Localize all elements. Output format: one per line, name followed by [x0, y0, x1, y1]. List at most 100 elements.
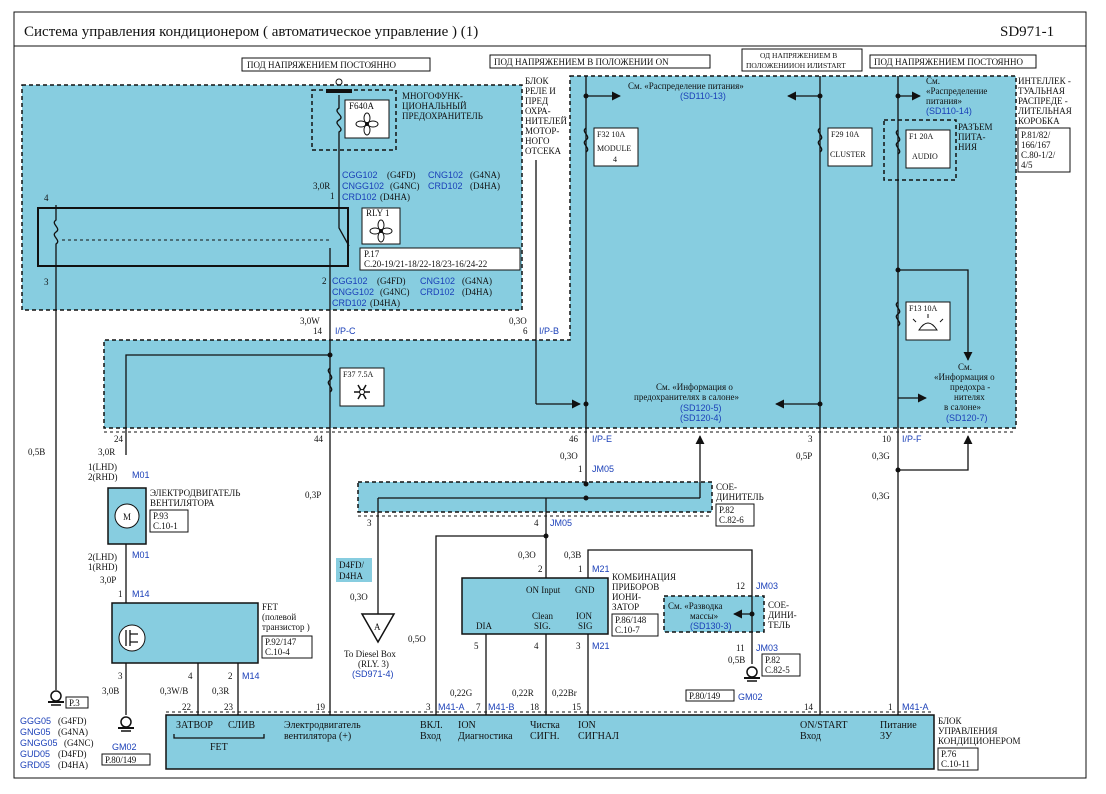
cluster-clean-2: SIG.	[534, 621, 551, 631]
relay-ref-2: C.20-19/21-18/22-18/23-16/24-22	[364, 259, 487, 269]
pin-10: 10	[882, 434, 892, 444]
cluster-ref-box	[611, 613, 659, 637]
ground-left-ref-box	[65, 696, 89, 709]
conn-crd102-d-engine: (D4HA)	[370, 298, 400, 308]
conn-cngg102-c-engine: (G4NC)	[380, 287, 410, 297]
conn-cngg102-a: CNGG102	[342, 181, 384, 191]
see-info-1-ref1: (SD120-5)	[680, 403, 722, 413]
ecu-onstart-2: Вход	[800, 731, 821, 742]
cluster-dia: DIA	[476, 621, 492, 631]
conn-cgg102-a: CGG102	[342, 170, 378, 180]
conn-crd102-b-engine: (D4HA)	[380, 192, 410, 202]
ecu-pin-15: 15	[572, 702, 582, 712]
relay-fan-icon	[369, 219, 393, 243]
joint-label-1: СОЕ-	[716, 482, 737, 492]
splice-dot-module	[583, 93, 589, 99]
pin-wire-3-0w: 3,0W	[300, 316, 320, 326]
ijb-ref-box	[1017, 127, 1071, 173]
fet-label-2: (полевой	[262, 612, 296, 622]
fuse-f13-symbol	[895, 301, 901, 327]
wire-cluster-vkl	[435, 535, 546, 715]
conn-cgg102-c: CGG102	[332, 276, 368, 286]
joint-ref-1: P.82	[719, 505, 734, 515]
see-info-2-l4: нителях	[954, 392, 985, 402]
pin-4-relay: 4	[44, 193, 49, 203]
diesel-wire: 0,3O	[350, 592, 368, 602]
wire-0-5p: 0,5P	[796, 451, 812, 461]
cluster-on-input: ON Input	[526, 585, 561, 595]
wire-3-0r-blower: 3,0R	[98, 447, 115, 457]
ijb-label-2: ТУАЛЬНАЯ	[1018, 86, 1065, 96]
cluster-ion-1: ION	[576, 611, 592, 621]
cluster-ref-2: C.10-7	[615, 625, 640, 635]
engine-box-label-4: ОХРА-	[525, 106, 551, 116]
power-label-always-2-text: ПОД НАПРЯЖЕНИЕМ ПОСТОЯННО	[874, 57, 1024, 67]
conn-cng102-c: CNG102	[420, 276, 455, 286]
diesel-label-2: (RLY. 3)	[358, 659, 389, 669]
relay-rly1-id: RLY 1	[366, 208, 390, 218]
wire-3-0p: 3,0P	[100, 575, 116, 585]
jm03-pin-12: 12	[736, 581, 745, 591]
ground-ggg05: GGG05	[20, 716, 51, 726]
joint-ref-2: C.82-6	[719, 515, 744, 525]
jm03-pin-11: 11	[736, 643, 745, 653]
battery-terminal-icon	[335, 78, 343, 86]
motor-m: M	[123, 512, 131, 522]
blower-motor-icon	[114, 503, 140, 529]
conn-crd102-d: CRD102	[332, 298, 367, 308]
cluster-clean-1: Clean	[532, 611, 553, 621]
conn-cgg102-a-engine: (G4FD)	[387, 170, 416, 180]
diesel-offpage-connector	[360, 613, 396, 644]
motor-ref-box	[149, 509, 189, 533]
ecu-clean-2: СИГН.	[530, 731, 559, 742]
power-label-onstart-text-1: ОД НАПРЯЖЕНИЕМ В	[760, 51, 837, 60]
diesel-label-1: To Diesel Box	[344, 649, 396, 659]
see-distribution-2-l1: См.	[926, 76, 940, 86]
ecu-fet-bracket	[173, 734, 265, 739]
ground-split-ref: (SD130-3)	[690, 621, 732, 631]
ecu-fet: FET	[210, 742, 228, 753]
conn-m21-a: M21	[592, 564, 610, 574]
ground-split-label-1: СОЕ-	[768, 600, 789, 610]
fet-pin-1: 1	[118, 589, 123, 599]
fuse-f1-symbol	[895, 129, 901, 155]
ecu-vkl-1: ВКЛ.	[420, 720, 443, 731]
conn-m01-b: M01	[132, 550, 150, 560]
ecu-ref-1: P.76	[941, 749, 957, 759]
diagram-code: SD971-1	[1000, 24, 1054, 40]
conn-crd102-c: CRD102	[420, 287, 455, 297]
conn-cng102-c-engine: (G4NA)	[462, 276, 492, 286]
cluster-wire-0-3b: 0,3B	[564, 550, 581, 560]
interior-lamp-icon	[912, 314, 944, 331]
wire-0-5b: 0,5B	[28, 447, 45, 457]
ecu-name-1: БЛОК	[938, 716, 963, 726]
relay-coil	[53, 205, 59, 275]
fuse-f32-id: F32 10A	[597, 130, 625, 139]
fuse-f13-box	[905, 301, 951, 341]
ecu-ion-diag-2: Диагностика	[458, 731, 513, 742]
splice-dot-cluster-on	[543, 533, 549, 539]
fuse-f37-symbol	[327, 367, 333, 393]
conn-m14-b: M14	[242, 671, 260, 681]
ecu-pin-3: 3	[426, 702, 431, 712]
power-label-always-1	[241, 57, 431, 72]
ecu-power-2: 3У	[880, 731, 893, 742]
cluster-gnd: GND	[575, 585, 595, 595]
see-distribution-1-text: См. «Распределение питания»	[628, 81, 744, 91]
fuse-f13-id: F13 10A	[909, 304, 937, 313]
pin-46: 46	[569, 434, 579, 444]
ecu-fan-1: Электродвигатель	[284, 720, 361, 731]
fuse-f1-box	[905, 129, 951, 169]
joint-connector-box	[357, 481, 713, 513]
wire-blower	[125, 354, 330, 455]
fet-pin-4: 4	[188, 671, 193, 681]
fet-pin-2: 2	[228, 671, 233, 681]
cluster-label-4: ЗАТОР	[612, 602, 639, 612]
power-label-onstart-text-2: ПОЛОЖЕНИИОН ИЛИSTART	[746, 61, 846, 70]
ac-snowflake-icon	[354, 384, 370, 400]
see-info-2-l5: в салоне»	[944, 402, 981, 412]
joint-ref-box	[715, 503, 755, 527]
pin-6-ipb: 6	[523, 326, 528, 336]
audio-conn-label-3: НИЯ	[958, 142, 977, 152]
power-label-always-1-text: ПОД НАПРЯЖЕНИЕМ ПОСТОЯННО	[247, 60, 397, 70]
